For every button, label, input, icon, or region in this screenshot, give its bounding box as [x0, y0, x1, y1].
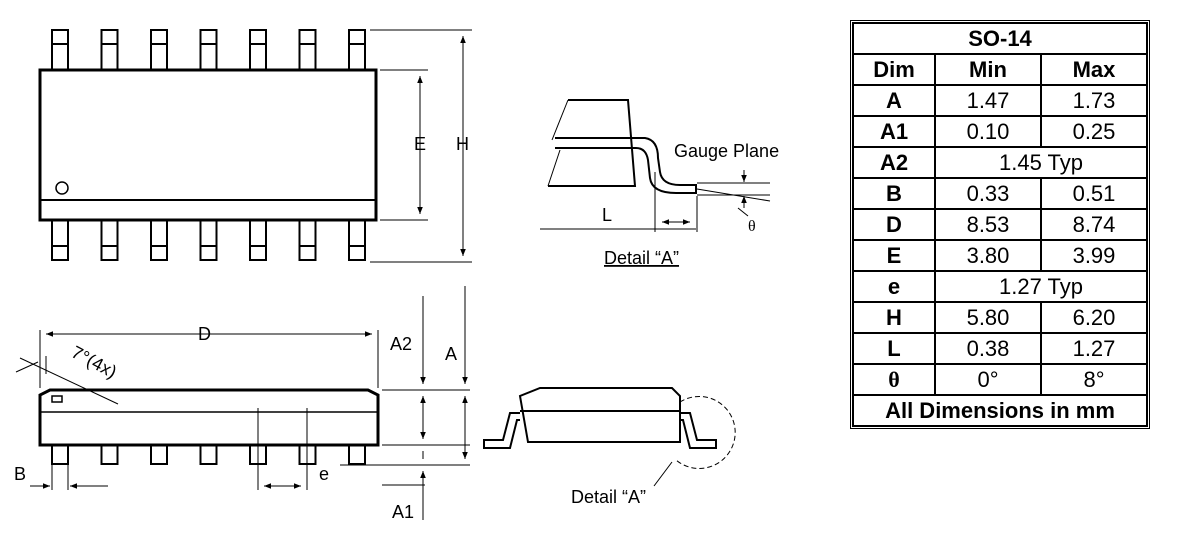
cell-min: 8.53 — [935, 209, 1041, 240]
table-title: SO-14 — [853, 23, 1147, 54]
cell-dim: B — [853, 178, 935, 209]
package-body-side — [38, 388, 380, 447]
cell-dim: H — [853, 302, 935, 333]
cell-max: 8.74 — [1041, 209, 1147, 240]
lead-top — [51, 29, 69, 71]
label-e: e — [319, 464, 329, 484]
label-theta: θ — [748, 218, 756, 235]
label-H: H — [456, 134, 469, 154]
lead-bottom — [298, 219, 317, 261]
cell-max: 0.25 — [1041, 116, 1147, 147]
cell-typ: 1.27 Typ — [935, 271, 1147, 302]
cell-dim: A — [853, 85, 935, 116]
cell-min: 0.33 — [935, 178, 1041, 209]
detail-a-caption: Detail “A” — [604, 248, 679, 268]
header-dim: Dim — [853, 54, 935, 85]
cell-max: 6.20 — [1041, 302, 1147, 333]
top-view: E H — [38, 29, 472, 263]
cell-dim: L — [853, 333, 935, 364]
package-body-top — [38, 68, 378, 222]
cell-dim: A2 — [853, 147, 935, 178]
end-view — [483, 387, 736, 487]
label-A1: A1 — [392, 502, 414, 522]
cell-min: 3.80 — [935, 240, 1041, 271]
table-footer: All Dimensions in mm — [853, 395, 1147, 426]
detail-a-view — [540, 99, 771, 232]
label-B: B — [14, 464, 26, 484]
pin1-marker — [55, 181, 69, 195]
lead-top — [199, 29, 218, 71]
cell-min: 0.10 — [935, 116, 1041, 147]
cell-dim: E — [853, 240, 935, 271]
cell-max: 3.99 — [1041, 240, 1147, 271]
label-A: A — [445, 344, 457, 364]
label-angle: 7°(4x) — [68, 342, 120, 382]
gauge-plane-label: Gauge Plane — [674, 141, 779, 161]
table-footer-row: All Dimensions in mm — [853, 395, 1147, 426]
lead-top — [348, 29, 366, 71]
lead-top — [100, 29, 119, 71]
cell-typ: 1.45 Typ — [935, 147, 1147, 178]
side-view — [15, 286, 470, 520]
cell-dim: D — [853, 209, 935, 240]
label-E: E — [414, 134, 426, 154]
table-title-row: SO-14 — [853, 23, 1147, 54]
cell-max: 8° — [1041, 364, 1147, 395]
header-min: Min — [935, 54, 1041, 85]
lead-bottom — [150, 219, 168, 261]
lead-top — [249, 29, 267, 71]
lead-bottom — [348, 219, 366, 261]
lead-bottom — [100, 219, 119, 261]
label-L: L — [602, 205, 612, 225]
cell-max: 0.51 — [1041, 178, 1147, 209]
cell-min: 1.47 — [935, 85, 1041, 116]
cell-dim: A1 — [853, 116, 935, 147]
cell-dim: θ — [853, 364, 935, 395]
cell-min: 0.38 — [935, 333, 1041, 364]
lead-top — [298, 29, 317, 71]
header-max: Max — [1041, 54, 1147, 85]
cell-max: 1.27 — [1041, 333, 1147, 364]
table-header-row: Dim Min Max — [853, 54, 1147, 85]
lead-bottom — [51, 219, 69, 261]
lead-top — [150, 29, 168, 71]
cell-max: 1.73 — [1041, 85, 1147, 116]
label-A2: A2 — [390, 334, 412, 354]
end-view-caption: Detail “A” — [571, 487, 646, 507]
cell-min: 0° — [935, 364, 1041, 395]
label-D: D — [198, 324, 211, 344]
lead-bottom — [249, 219, 267, 261]
cell-min: 5.80 — [935, 302, 1041, 333]
lead-bottom — [199, 219, 218, 261]
cell-dim: e — [853, 271, 935, 302]
